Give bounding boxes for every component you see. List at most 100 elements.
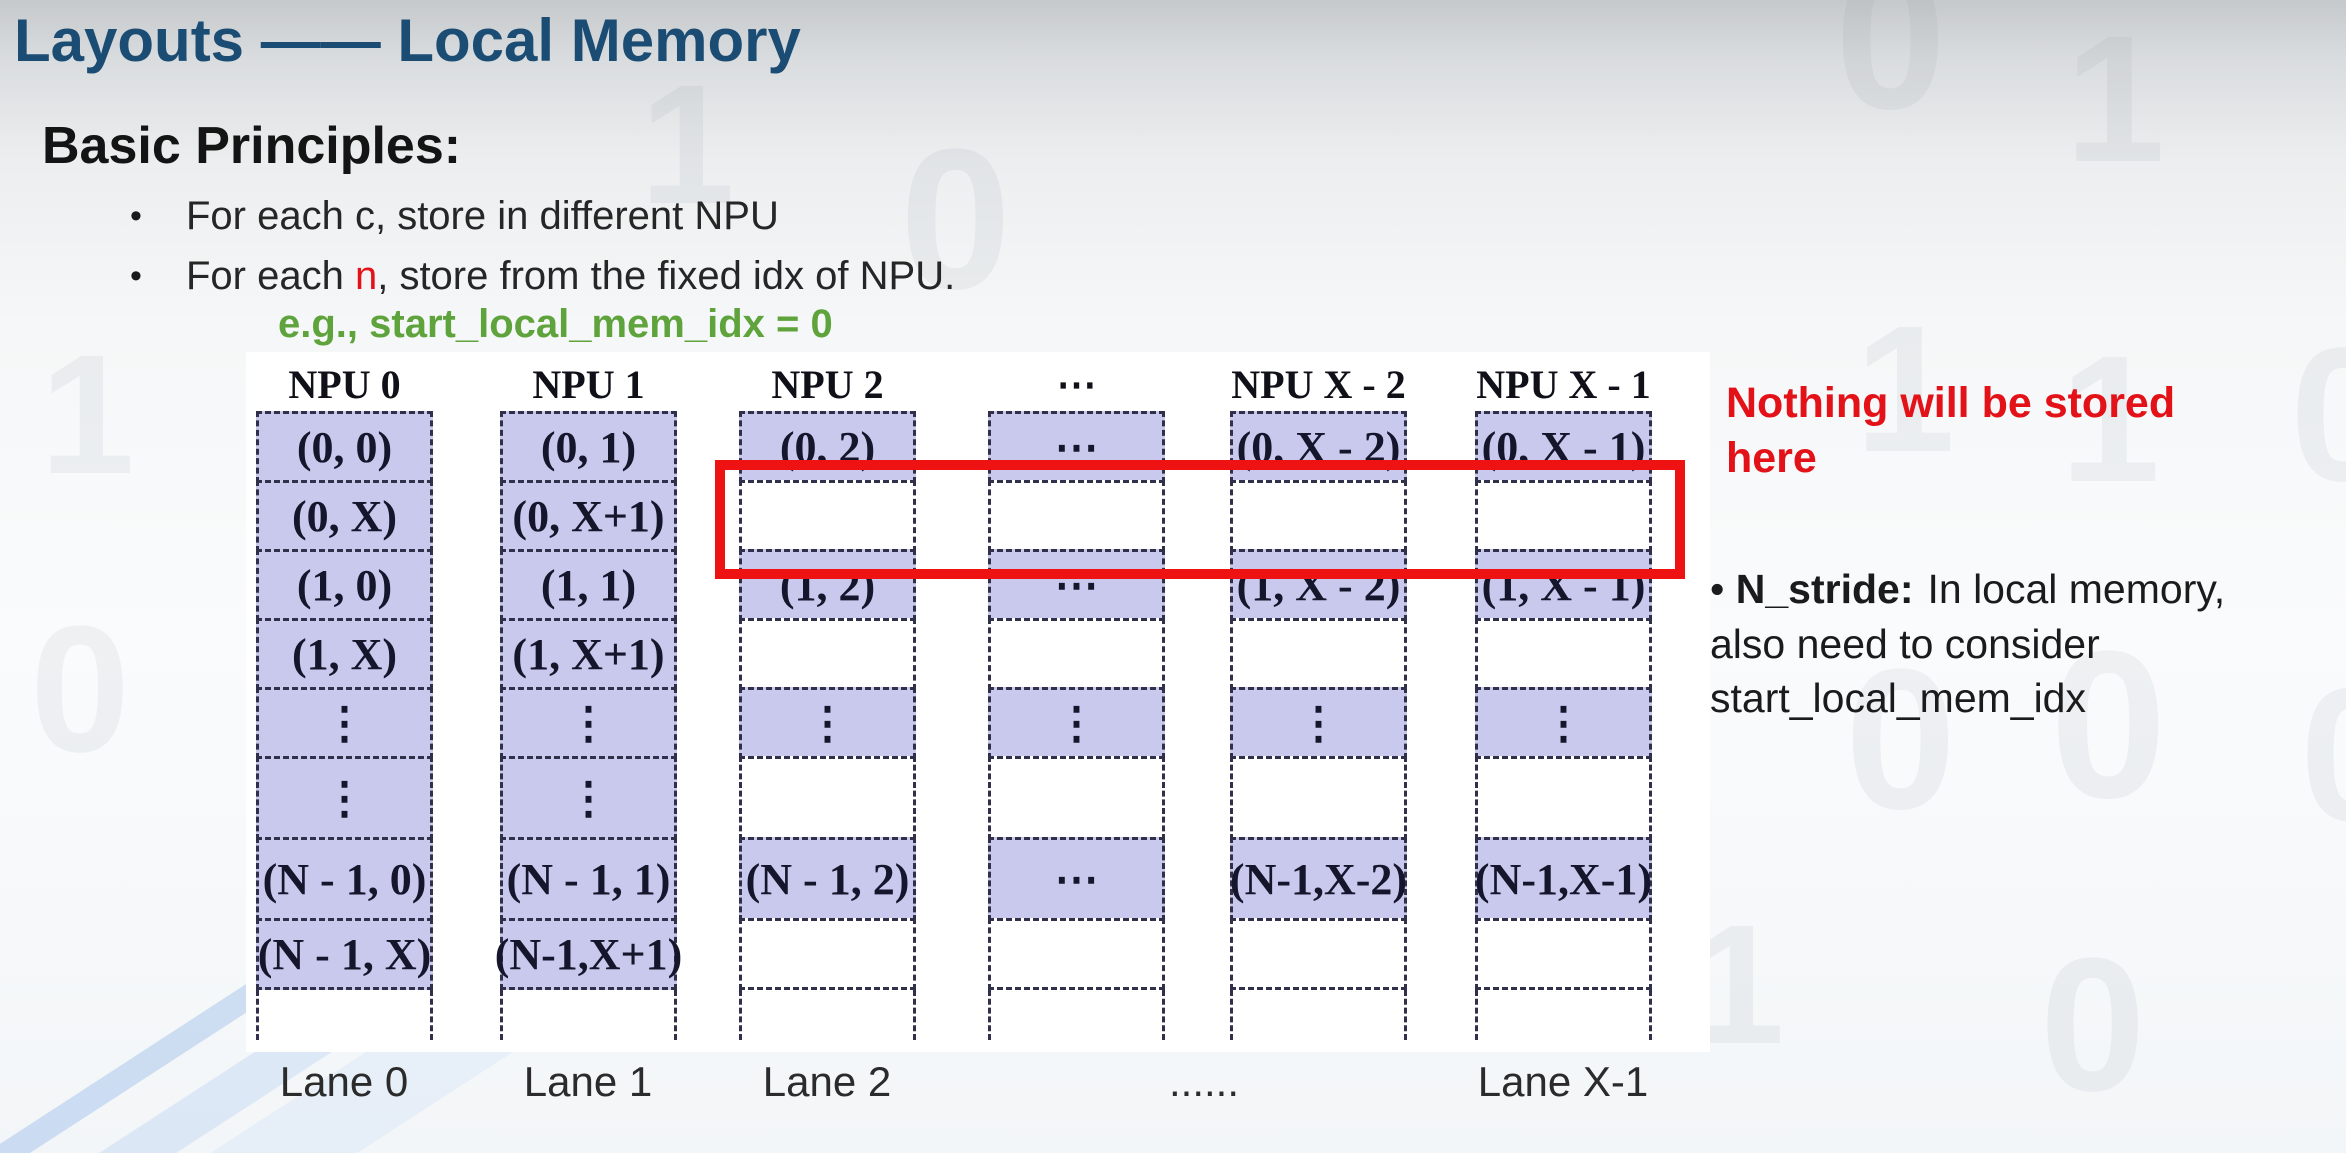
column-tail bbox=[1475, 990, 1652, 1040]
memory-cell: (0, 0) bbox=[256, 411, 433, 483]
npu-column: NPU X - 2(0, X - 2)(1, X - 2)⋮(N-1,X-2) bbox=[1230, 362, 1407, 1040]
watermark-digit: 1 bbox=[1855, 289, 1956, 490]
npu-column-header: NPU X - 2 bbox=[1231, 362, 1406, 407]
npu-column-header: NPU 0 bbox=[288, 362, 401, 407]
memory-cell bbox=[739, 756, 916, 840]
npu-column: NPU 2(0, 2)(1, 2)⋮(N - 1, 2) bbox=[739, 362, 916, 1040]
memory-cell: (N-1,X+1) bbox=[495, 918, 682, 990]
memory-cell: (0, X+1) bbox=[500, 480, 677, 552]
npu-column-header: NPU X - 1 bbox=[1476, 362, 1651, 407]
memory-cell-label: (0, 0) bbox=[296, 422, 393, 472]
memory-cell: ⋯ bbox=[988, 549, 1165, 621]
memory-cell: ⋮ bbox=[988, 687, 1165, 759]
npu-column-header: NPU 1 bbox=[532, 362, 645, 407]
memory-cell bbox=[988, 618, 1165, 690]
memory-cell-label: ⋯ bbox=[1054, 560, 1099, 610]
memory-cell-label: (1, 0) bbox=[296, 560, 393, 610]
npu-column-header: NPU 2 bbox=[771, 362, 884, 407]
memory-cell-label: ⋮ bbox=[1541, 698, 1586, 748]
memory-cell-label: (0, X) bbox=[291, 491, 398, 541]
memory-cell-label: ⋮ bbox=[322, 773, 367, 823]
column-tail bbox=[1230, 990, 1407, 1040]
memory-cell: (N - 1, X) bbox=[256, 918, 433, 990]
memory-cell: (1, X - 1) bbox=[1475, 549, 1652, 621]
memory-cell-label: (N - 1, 1) bbox=[506, 854, 671, 904]
memory-layout-diagram: NPU 0 (0, 0) (0, X) (1, 0) (1, X) ⋮ ⋮ (N - 1, 0… bbox=[246, 352, 1710, 1052]
memory-cell-label: ⋮ bbox=[805, 698, 850, 748]
watermark-digit: 0 bbox=[2050, 607, 2167, 842]
memory-cell bbox=[1230, 756, 1407, 840]
memory-cell bbox=[739, 618, 916, 690]
memory-cell: ⋯ bbox=[988, 837, 1165, 921]
column-tail bbox=[500, 990, 677, 1040]
memory-cell: (0, X) bbox=[256, 480, 433, 552]
bullet-item: • For each c, store in different NPU bbox=[130, 194, 779, 239]
bullet-text: For each c, store in different NPU bbox=[186, 194, 779, 238]
watermark-digit: 0 bbox=[2300, 660, 2346, 850]
memory-cell: ⋮ bbox=[500, 687, 677, 759]
memory-cell: (N - 1, 2) bbox=[739, 837, 916, 921]
npu-column: NPU 0 (0, 0) (0, X) (1, 0) (1, X) ⋮ ⋮ (N - 1, 0… bbox=[256, 362, 433, 1040]
memory-cell: ⋮ bbox=[256, 687, 433, 759]
nstride-bullet: • bbox=[1710, 566, 1725, 612]
memory-cell-label: ⋮ bbox=[566, 698, 611, 748]
memory-cell-label: (0, 1) bbox=[540, 422, 637, 472]
npu-column-header: ⋯ bbox=[1056, 362, 1097, 407]
memory-cell-label: ⋮ bbox=[322, 698, 367, 748]
memory-cell-label: (N - 1, X) bbox=[257, 929, 432, 979]
red-note: Nothing will be stored here bbox=[1726, 379, 2176, 483]
memory-cell-label: (0, X+1) bbox=[512, 491, 665, 541]
memory-cell: (1, X) bbox=[256, 618, 433, 690]
memory-cell: (N-1,X-1) bbox=[1475, 837, 1652, 921]
lane-label: Lane 2 bbox=[762, 1058, 892, 1105]
lane-label: Lane 1 bbox=[523, 1058, 653, 1105]
memory-cell: ⋮ bbox=[739, 687, 916, 759]
memory-cell-label: (N - 1, 2) bbox=[745, 854, 910, 904]
memory-cell bbox=[1475, 480, 1652, 552]
memory-cell bbox=[1230, 618, 1407, 690]
bullet-text: For each n, store from the fixed idx of … bbox=[186, 254, 956, 298]
memory-cell-label: ⋮ bbox=[1296, 698, 1341, 748]
memory-cell-label: (1, 1) bbox=[540, 560, 637, 610]
memory-cell-label: (1, 2) bbox=[779, 560, 876, 610]
memory-cell: (N - 1, 0) bbox=[256, 837, 433, 921]
memory-cell: ⋮ bbox=[1230, 687, 1407, 759]
memory-cell-label: (1, X - 2) bbox=[1236, 560, 1401, 610]
red-highlight-box bbox=[715, 460, 1685, 579]
watermark-digit: 0 bbox=[900, 108, 1012, 331]
npu-column: ⋯⋯⋯⋮⋯ bbox=[988, 362, 1165, 1040]
memory-cell-label: (1, X+1) bbox=[512, 629, 665, 679]
watermark-digit: 0 bbox=[1845, 628, 1957, 851]
watermark-digit: 1 bbox=[640, 50, 735, 240]
column-tail bbox=[256, 990, 433, 1040]
watermark-digit: 0 bbox=[1835, 0, 1947, 151]
memory-cell bbox=[988, 918, 1165, 990]
memory-cell: ⋮ bbox=[1475, 687, 1652, 759]
memory-cell: (N-1,X-2) bbox=[1230, 837, 1407, 921]
watermark-digit: 0 bbox=[2040, 919, 2146, 1131]
nstride-note: • N_stride:In local memory, also need to… bbox=[1710, 566, 2226, 722]
memory-cell: (1, 0) bbox=[256, 549, 433, 621]
lane-label: Lane X-1 bbox=[1477, 1058, 1649, 1105]
memory-cell-label: ⋮ bbox=[1054, 698, 1099, 748]
memory-cell: (1, 2) bbox=[739, 549, 916, 621]
memory-cell bbox=[1475, 756, 1652, 840]
column-tail bbox=[988, 990, 1165, 1040]
highlighted-variable: n bbox=[354, 254, 378, 298]
memory-cell: (1, X - 2) bbox=[1230, 549, 1407, 621]
page-title: Layouts —— Local Memory bbox=[14, 7, 801, 74]
watermark-digit: 0 bbox=[2290, 309, 2346, 521]
memory-cell-label: (1, X) bbox=[291, 629, 398, 679]
bullet-item: • For each n, store from the fixed idx o… bbox=[130, 254, 955, 299]
memory-cell: (0, 1) bbox=[500, 411, 677, 483]
lane-label: ...... bbox=[1168, 1058, 1240, 1105]
npu-column: NPU X - 1(0, X - 1)(1, X - 1)⋮(N-1,X-1) bbox=[1475, 362, 1652, 1040]
memory-cell-label: (N - 1, 0) bbox=[262, 854, 427, 904]
section-heading: Basic Principles: bbox=[42, 117, 462, 175]
memory-cell bbox=[739, 918, 916, 990]
nstride-term: N_stride: bbox=[1735, 566, 1914, 612]
lane-label: Lane 0 bbox=[279, 1058, 409, 1105]
memory-cell bbox=[1475, 918, 1652, 990]
memory-cell-label: (N-1,X-1) bbox=[1474, 854, 1653, 904]
